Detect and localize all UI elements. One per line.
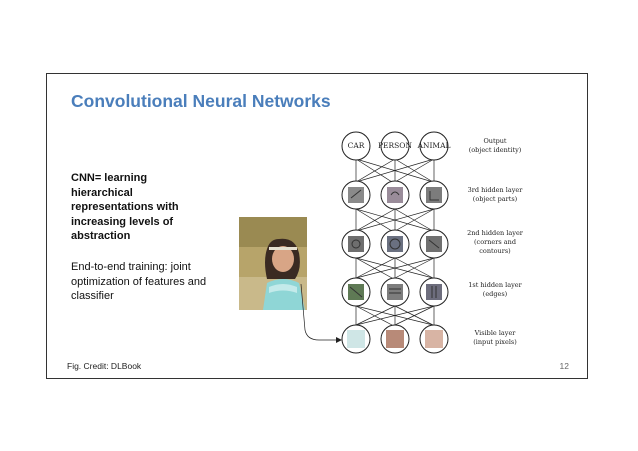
cnn-layer-diagram: CAR PERSON ANIMAL Output (object identit… (300, 131, 524, 354)
feature-map-icon (387, 284, 403, 300)
layer-desc-visible: (input pixels) (473, 338, 517, 346)
output-label-animal: ANIMAL (416, 141, 450, 150)
layer-label-visible: Visible layer (474, 329, 517, 337)
feature-map-icon (426, 187, 442, 203)
output-label-person: PERSON (378, 141, 412, 150)
figure-credit: Fig. Credit: DLBook (67, 361, 142, 371)
layer-desc-hidden1: (edges) (483, 290, 508, 298)
layer-label-hidden3: 3rd hidden layer (468, 186, 524, 194)
feature-map-icon (348, 236, 364, 252)
body-text: End-to-end training: joint optimization … (71, 261, 207, 302)
feature-map-icon (348, 187, 364, 203)
layer-desc-hidden3: (object parts) (473, 195, 518, 203)
output-node-animal (419, 131, 449, 161)
layer-desc-output: (object identity) (469, 146, 522, 154)
feature-map-icon (387, 187, 403, 203)
output-label-car: CAR (348, 141, 365, 150)
layer-label-hidden2: 2nd hidden layer (467, 229, 524, 237)
visible-pixel-swatch (386, 330, 404, 348)
page-number: 12 (559, 361, 569, 371)
visible-pixel-swatch (425, 330, 443, 348)
output-node-car (341, 131, 371, 161)
layer-desc-hidden2-a: (corners and (474, 238, 516, 246)
feature-map-icon (387, 236, 403, 252)
key-point-text: CNN= learning hierarchical representatio… (71, 172, 179, 242)
slide-title: Convolutional Neural Networks (71, 91, 331, 111)
output-node-person (380, 131, 410, 161)
layer-label-output: Output (483, 137, 506, 145)
slide: Convolutional Neural Networks CNN= learn… (46, 73, 588, 379)
visible-pixel-swatch (347, 330, 365, 348)
layer-label-hidden1: 1st hidden layer (468, 281, 522, 289)
input-photo (239, 217, 307, 310)
feature-map-icon (426, 284, 442, 300)
layer-desc-hidden2-b: contours) (479, 247, 511, 255)
